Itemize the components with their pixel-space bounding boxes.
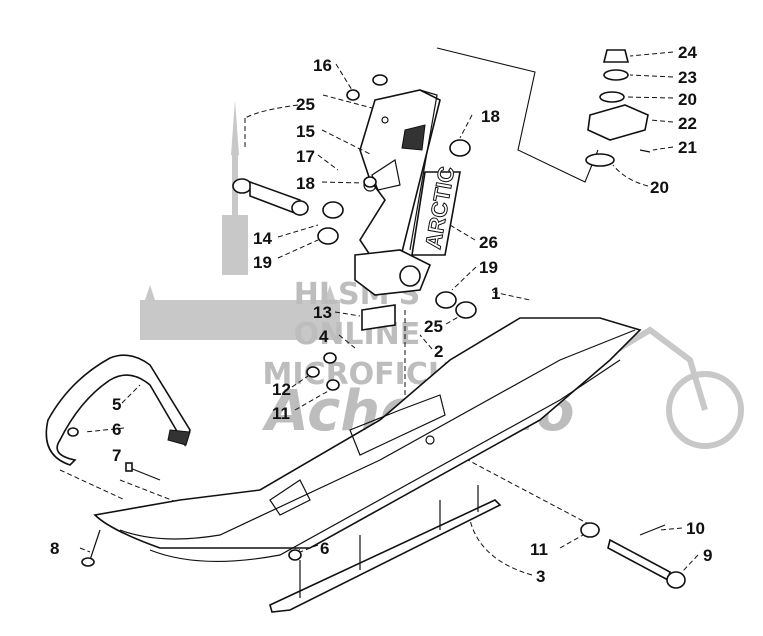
callout-2: 2 <box>434 342 443 361</box>
washer-11-lower <box>580 522 600 538</box>
axle-bolt-9 <box>607 538 686 589</box>
callout-19-right: 19 <box>479 258 498 277</box>
bushing-19-left <box>317 227 339 245</box>
hardware <box>67 74 686 589</box>
nut-16 <box>372 74 388 86</box>
callout-7: 7 <box>112 446 121 465</box>
reference-box <box>436 47 599 183</box>
callout-17: 17 <box>296 147 315 166</box>
decal: ARCTIC <box>411 164 461 256</box>
callout-13: 13 <box>313 303 332 322</box>
callout-15: 15 <box>296 122 315 141</box>
washer-16 <box>346 89 360 101</box>
callout-3: 3 <box>536 567 545 586</box>
bushing-19-right <box>435 291 457 309</box>
callout-5: 5 <box>112 395 121 414</box>
cathedral-silhouette <box>140 100 340 340</box>
callout-18-right: 18 <box>481 107 500 126</box>
callout-9: 9 <box>703 546 712 565</box>
bolt-8 <box>81 529 101 567</box>
bushing-25-upper <box>232 178 309 217</box>
callout-19-left: 19 <box>253 253 272 272</box>
steering-arm-assembly <box>585 49 651 167</box>
callout-25-right: 25 <box>424 317 443 336</box>
clamp-22 <box>587 104 649 141</box>
watermark-line2: ONLINE <box>294 317 421 352</box>
callout-6-lower: 6 <box>320 539 329 558</box>
callout-21: 21 <box>678 138 697 157</box>
callout-6-upper: 6 <box>112 420 121 439</box>
callout-14: 14 <box>253 229 272 248</box>
ring-23 <box>603 69 629 81</box>
bolt-21 <box>639 149 651 153</box>
bushing-25-right <box>455 301 477 319</box>
nut-12 <box>306 366 320 378</box>
callout-25-upper: 25 <box>296 95 315 114</box>
callout-10: 10 <box>686 519 705 538</box>
nut-6-lower <box>288 549 302 561</box>
callout-26: 26 <box>479 233 498 252</box>
bushing-18-right <box>449 139 471 157</box>
bolt-7 <box>125 462 161 481</box>
callout-24: 24 <box>678 43 697 62</box>
bushings <box>232 139 477 319</box>
washer-11 <box>326 379 340 391</box>
cap-24 <box>602 49 630 63</box>
spindle <box>359 89 441 261</box>
nut-4 <box>323 352 337 364</box>
callout-labels: 16 25 15 17 18 18 14 19 26 19 1 13 25 4 … <box>50 43 712 586</box>
callout-11-upper: 11 <box>272 404 290 423</box>
callout-12: 12 <box>272 380 291 399</box>
bushing-18-left <box>322 201 344 219</box>
ski <box>93 317 642 563</box>
callout-1: 1 <box>491 284 500 303</box>
carbide-runner <box>269 485 502 613</box>
callout-22: 22 <box>678 114 697 133</box>
callout-16: 16 <box>313 56 332 75</box>
cotter-pin-10 <box>639 524 666 536</box>
nut-6-upper <box>67 427 79 437</box>
bushing-18-small <box>363 176 377 188</box>
ski-loop <box>45 354 191 466</box>
leader-lines <box>79 51 699 576</box>
callout-23: 23 <box>678 68 697 87</box>
callout-20-upper: 20 <box>678 90 697 109</box>
callout-20-lower: 20 <box>650 178 669 197</box>
callout-8: 8 <box>50 539 59 558</box>
callout-11-lower: 11 <box>530 540 548 559</box>
washer-20-lower <box>585 153 615 167</box>
spindle-block <box>354 249 432 331</box>
washer-20-upper <box>599 91 625 103</box>
callout-18-left: 18 <box>296 174 315 193</box>
callout-4: 4 <box>319 327 329 346</box>
